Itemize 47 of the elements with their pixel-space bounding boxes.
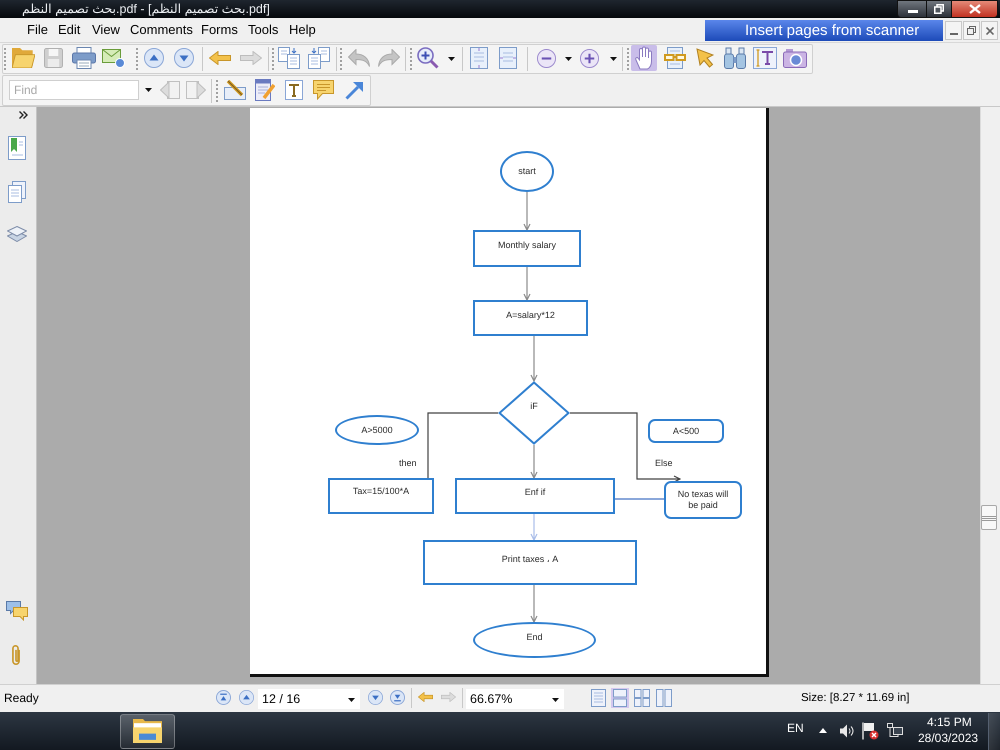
node-label: End: [526, 632, 542, 643]
process-box: [328, 478, 434, 514]
arrow: [523, 267, 531, 301]
arrow: [570, 412, 681, 483]
window-title: بحث تصميم النظم.pdf - [بحث تصميم النظم.pdf]: [22, 1, 270, 17]
clock-time: 4:15 PM: [927, 715, 972, 729]
decision-diamond: [498, 381, 570, 445]
menu-item: Help: [289, 22, 316, 38]
edge-label: Else: [654, 458, 674, 469]
node-label: Tax=15/100*A: [352, 486, 410, 497]
node-label: iF: [530, 401, 538, 412]
menu-item: Tools: [248, 22, 278, 38]
promo-banner: Insert pages from scanner: [705, 20, 943, 41]
node-label: Enf if: [524, 487, 546, 498]
node-label: A=salary*12: [506, 310, 555, 321]
arrow: [523, 192, 531, 231]
rounded-box: [664, 481, 742, 519]
status-text: Ready: [4, 691, 39, 705]
menu-item: File: [27, 22, 48, 38]
menu-item: Edit: [58, 22, 80, 38]
node-label: Print taxes ، A: [502, 554, 558, 565]
connector-line: [615, 498, 664, 500]
process-box: [473, 300, 588, 336]
node-label: A>5000: [361, 425, 393, 436]
menu-item: Comments: [130, 22, 193, 38]
arrow: [530, 336, 538, 382]
zoom-field: 66.67%: [466, 689, 564, 709]
arrow: [530, 514, 538, 541]
clock-date: 28/03/2023: [918, 731, 978, 745]
search-field: Find: [9, 80, 139, 100]
language-indicator: EN: [787, 721, 804, 735]
node-label: A<500: [672, 426, 700, 437]
arrow: [530, 585, 538, 623]
arrow: [530, 445, 538, 479]
connector-line: [427, 412, 498, 478]
node-label: Monthly salary: [498, 240, 556, 251]
process-box: [423, 540, 637, 585]
menu-item: Forms: [201, 22, 238, 38]
status-text: Size: [8.27 * 11.69 in]: [801, 691, 910, 705]
edge-label: then: [398, 458, 418, 469]
menu-item: View: [92, 22, 120, 38]
rounded-box: [648, 419, 724, 443]
process-box: [473, 230, 581, 267]
node-label: start: [518, 166, 536, 177]
page-number-field: 12 / 16: [258, 689, 360, 709]
node-label: No texas will be paid: [676, 489, 730, 511]
process-box: [455, 478, 615, 514]
